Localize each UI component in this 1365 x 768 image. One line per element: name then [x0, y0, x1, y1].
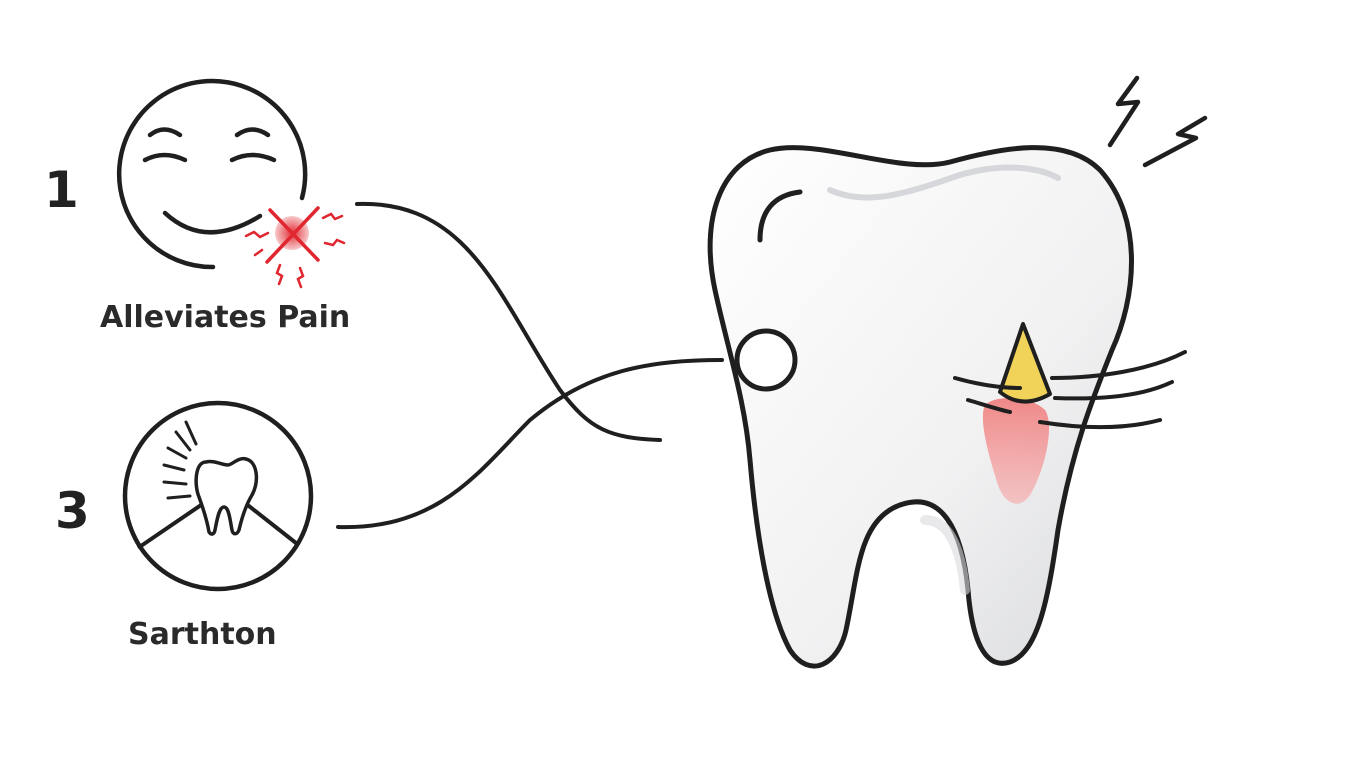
connector-node [734, 328, 798, 392]
step-number-3: 3 [55, 482, 90, 540]
connector-curve-bottom [336, 358, 724, 530]
connector-curve-top [355, 201, 662, 442]
pain-spark-icon [244, 206, 346, 289]
yellow-cone-marker [998, 322, 1052, 404]
lightning-icon [1107, 75, 1208, 168]
step-number-1: 1 [44, 161, 79, 219]
step-label-alleviates-pain: Alleviates Pain [100, 300, 351, 335]
tooth-illustration [707, 145, 1187, 669]
inflamed-area [982, 398, 1050, 504]
tooth-impact-icon [122, 400, 314, 592]
smiling-face-icon [116, 78, 308, 270]
step-label-sarthton: Sarthton [128, 617, 277, 652]
